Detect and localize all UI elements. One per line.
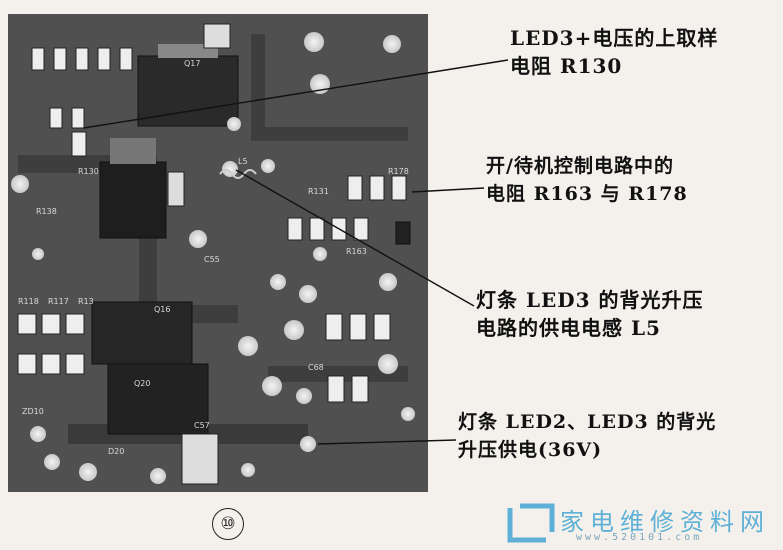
board-label: R163 bbox=[346, 247, 367, 256]
callout-36v: 灯条 LED2、LED3 的背光 升压供电(36V) bbox=[458, 408, 716, 464]
figure-number: ⑩ bbox=[212, 508, 244, 540]
board-label: C68 bbox=[308, 363, 324, 372]
leader-line-r163-r178 bbox=[411, 187, 485, 193]
leader-line-l5 bbox=[235, 169, 475, 307]
board-label: D20 bbox=[108, 447, 124, 456]
board-label: Q17 bbox=[184, 59, 200, 68]
board-label: R13 bbox=[78, 297, 94, 306]
board-label: C57 bbox=[194, 421, 210, 430]
callout-l5-line1: 灯条 LED3 的背光升压 bbox=[476, 288, 704, 312]
leader-line-36v bbox=[317, 439, 457, 445]
callout-l5: 灯条 LED3 的背光升压 电路的供电电感 L5 bbox=[476, 286, 704, 342]
board-label: L5 bbox=[238, 157, 248, 166]
callout-36v-line2: 升压供电(36V) bbox=[458, 439, 603, 461]
logo-icon bbox=[507, 503, 555, 543]
callout-r163-r178: 开/待机控制电路中的 电阻 R163 与 R178 bbox=[486, 152, 688, 208]
board-label: C55 bbox=[204, 255, 220, 264]
board-label: R117 bbox=[48, 297, 69, 306]
callout-r130-line2: 电阻 R130 bbox=[510, 54, 623, 78]
watermark-logo: 家电维修资料网 www.520101.com bbox=[506, 502, 776, 546]
watermark-url: www.520101.com bbox=[576, 532, 703, 543]
board-label: R178 bbox=[388, 167, 409, 176]
callout-r130: LED3+电压的上取样 电阻 R130 bbox=[510, 24, 718, 80]
callout-r163-line1: 开/待机控制电路中的 bbox=[486, 155, 674, 177]
callout-r130-line1: LED3+电压的上取样 bbox=[510, 26, 719, 50]
board-label: ZD10 bbox=[22, 407, 44, 416]
callout-r163-line2: 电阻 R163 与 R178 bbox=[486, 183, 688, 205]
board-label: Q16 bbox=[154, 305, 170, 314]
board-label: R138 bbox=[36, 207, 57, 216]
callout-36v-line1: 灯条 LED2、LED3 的背光 bbox=[458, 411, 717, 433]
callout-l5-line2: 电路的供电电感 L5 bbox=[476, 316, 661, 340]
board-label: R118 bbox=[18, 297, 39, 306]
watermark-site-name: 家电维修资料网 bbox=[560, 508, 770, 536]
leader-line-r130 bbox=[83, 59, 509, 129]
board-label: R130 bbox=[78, 167, 99, 176]
board-label: Q20 bbox=[134, 379, 150, 388]
board-label: R131 bbox=[308, 187, 329, 196]
